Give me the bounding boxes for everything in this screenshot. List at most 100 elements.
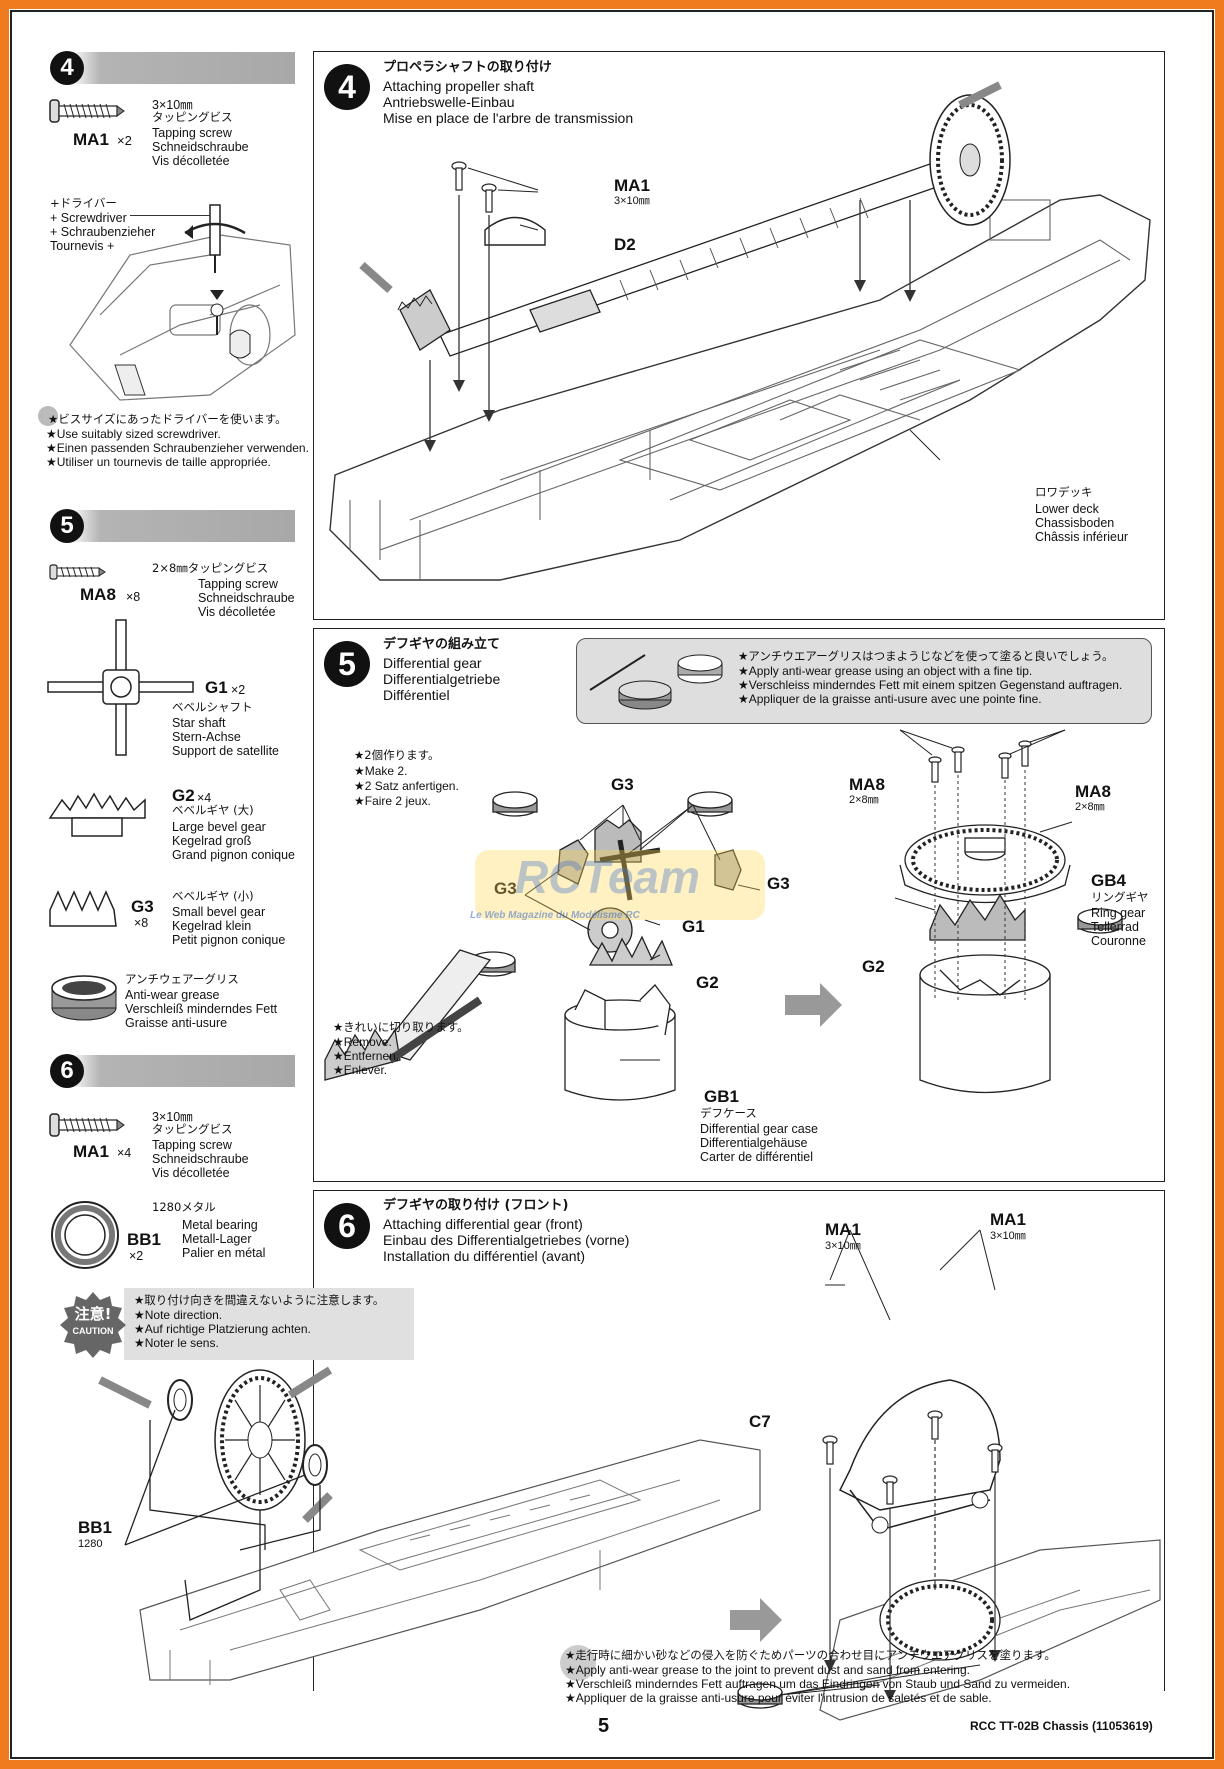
direction-fr: ★Noter le sens. — [134, 1336, 219, 1350]
g2-en: Large bevel gear — [172, 820, 266, 834]
star-shaft-icon — [47, 619, 194, 756]
grease-de: Verschleiß minderndes Fett — [125, 1002, 278, 1016]
large-bevel-gear-icon — [48, 792, 146, 837]
bb1-label: BB1 — [78, 1518, 113, 1537]
grease-tip-fr: ★Appliquer de la graisse anti-usure avec… — [738, 692, 1042, 706]
g3-fr: Petit pignon conique — [172, 933, 286, 947]
step4-title-de: Antriebswelle-Einbau — [383, 94, 515, 110]
step6-tip-en: ★Apply anti-wear grease to the joint to … — [565, 1663, 970, 1677]
step4-title-fr: Mise en place de l'arbre de transmission — [383, 110, 634, 126]
driver-de: + Schraubenzieher — [50, 225, 156, 239]
grease-tip-badge — [560, 1645, 596, 1681]
g3-label-left: G3 — [494, 879, 517, 898]
g3-en: Small bevel gear — [172, 905, 266, 919]
ma1-code-2: MA1 — [73, 1142, 109, 1161]
step6-ma1-size-left: 3×10㎜ — [825, 1240, 861, 1252]
ma1-jp-2: タッピングビス — [152, 1122, 233, 1136]
toothpick-grease-icon — [589, 654, 723, 710]
remove-en: ★Remove. — [333, 1035, 392, 1049]
caution-en: CAUTION — [72, 1326, 114, 1336]
ma8-size-left: 2×8㎜ — [849, 794, 879, 806]
grease-tip-jp: ★アンチウエアーグリスはつまようじなどを使って塗ると良いでしょう。 — [738, 649, 1114, 663]
ma8-size-right: 2×8㎜ — [1075, 801, 1105, 813]
bb1-code: BB1 — [127, 1230, 162, 1249]
gb1-fr: Carter de différentiel — [700, 1150, 814, 1164]
g3-de: Kegelrad klein — [172, 919, 252, 933]
step6-title-fr: Installation du différentiel (avant) — [383, 1248, 586, 1264]
g1-jp: ベベルシャフト — [172, 700, 253, 714]
step6-title-en: Attaching differential gear (front) — [383, 1216, 583, 1232]
grease-jp: アンチウェアーグリス — [125, 972, 239, 986]
step6-parts-bar — [50, 1055, 295, 1087]
step5-title-en: Differential gear — [383, 655, 482, 671]
small-bevel-gear-icon — [49, 890, 117, 927]
gb4-de: Tellerrad — [1091, 920, 1139, 934]
gb4-code: GB4 — [1091, 871, 1126, 890]
bb1-sub: 1280 — [78, 1538, 103, 1550]
driver-jp: +ドライバー — [50, 196, 117, 210]
bb1-jp: 1280メタル — [152, 1200, 216, 1214]
remove-fr: ★Enlever. — [333, 1063, 388, 1077]
step5-number: 5 — [324, 641, 370, 687]
small-screw-icon — [49, 564, 106, 580]
step6-title-de: Einbau des Differentialgetriebes (vorne) — [383, 1232, 630, 1248]
tapping-screw-icon — [49, 99, 125, 123]
grease-fr: Graisse anti-usure — [125, 1016, 228, 1030]
tapping-screw-icon-2 — [49, 1113, 125, 1137]
differential-installation-illustration — [98, 1229, 1161, 1721]
direction-jp: ★取り付け向きを間違えないように注意します。 — [134, 1293, 385, 1307]
ma1-en: Tapping screw — [152, 126, 232, 140]
ma1-fr: Vis décolletée — [152, 154, 230, 168]
lower-deck-de: Chassisboden — [1035, 516, 1115, 530]
step6-number: 6 — [324, 1203, 370, 1249]
grease-en: Anti-wear grease — [125, 988, 220, 1002]
ma8-qty: ×8 — [126, 590, 141, 604]
step6-title-jp: デフギヤの取り付け (フロント) — [383, 1198, 569, 1213]
step6-ma1-left: MA1 — [825, 1220, 861, 1239]
ma8-code: MA8 — [80, 585, 116, 604]
gb4-en: Ring gear — [1091, 906, 1146, 920]
step6-ma1-right: MA1 — [990, 1210, 1026, 1229]
ma1-qty: ×2 — [117, 133, 132, 148]
differential-assembly-illustration — [324, 729, 1123, 1101]
gb1-en: Differential gear case — [700, 1122, 818, 1136]
step6-ma1-size-right: 3×10㎜ — [990, 1230, 1026, 1242]
screwdriver-illustration — [69, 204, 296, 401]
step6-tip-fr: ★Appliquer de la graisse anti-usure pour… — [565, 1691, 992, 1705]
g3-label-right: G3 — [767, 874, 790, 893]
driver-en: + Screwdriver — [50, 211, 127, 225]
tip-de: ★Einen passenden Schraubenzieher verwend… — [46, 441, 309, 455]
bb1-de: Metall-Lager — [182, 1232, 252, 1246]
direction-de: ★Auf richtige Platzierung achten. — [134, 1322, 311, 1336]
ma1-en-2: Tapping screw — [152, 1138, 232, 1152]
g3-code: G3 — [131, 897, 154, 916]
caution-box — [124, 1288, 414, 1360]
ma1-de: Schneidschraube — [152, 140, 249, 154]
step6-parts-number: 6 — [50, 1054, 84, 1088]
driver-leader — [130, 215, 210, 216]
grease-tip-en: ★Apply anti-wear grease using an object … — [738, 664, 1033, 678]
watermark-sub: Le Web Magazine du Modélisme RC — [470, 910, 640, 921]
step5-parts-bar — [50, 510, 295, 542]
ma8-label-left: MA8 — [849, 775, 885, 794]
make2-en: ★Make 2. — [354, 764, 408, 778]
remove-de: ★Entfernen. — [333, 1049, 400, 1063]
g1-de: Stern-Achse — [172, 730, 241, 744]
step4-d2: D2 — [614, 235, 636, 254]
make2-de: ★2 Satz anfertigen. — [354, 779, 459, 793]
grease-tip-box — [576, 638, 1152, 724]
ma1-size: 3×10㎜ — [152, 98, 193, 112]
direction-en: ★Note direction. — [134, 1308, 223, 1322]
caution-jp: 注意! — [74, 1305, 112, 1323]
g1-fr: Support de satellite — [172, 744, 280, 758]
ma8-jp: 2×8㎜タッピングビス — [152, 561, 269, 575]
grease-jar-icon — [51, 975, 117, 1021]
bb1-fr: Palier en métal — [182, 1246, 266, 1260]
bb1-en: Metal bearing — [182, 1218, 258, 1232]
step4-ma1-size: 3×10㎜ — [614, 195, 650, 207]
tip-en: ★Use suitably sized screwdriver. — [46, 427, 221, 441]
step6-tip-de: ★Verschleiß minderndes Fett auftragen um… — [565, 1677, 1071, 1691]
ma1-qty-2: ×4 — [117, 1146, 132, 1160]
grease-tip-de: ★Verschleiss minderndes Fett mit einem s… — [738, 678, 1123, 692]
g1-label: G1 — [682, 917, 705, 936]
